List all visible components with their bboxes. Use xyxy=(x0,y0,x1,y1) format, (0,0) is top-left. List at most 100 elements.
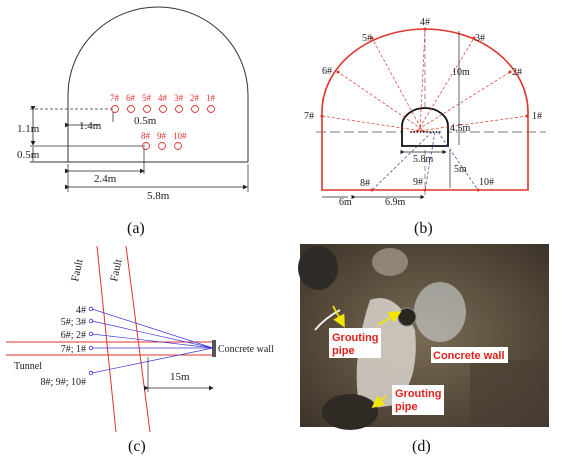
caption-b: (b) xyxy=(414,220,433,237)
hole-c-label-5: 8#; 9#; 10# xyxy=(40,377,86,388)
hole-a-lower-2 xyxy=(158,142,166,150)
tunnel-section xyxy=(401,107,449,147)
fan-line-7 xyxy=(321,115,430,133)
grout-fan-lines xyxy=(321,28,528,191)
dim-0-5m: 0.5m xyxy=(17,149,40,161)
ray-5 xyxy=(91,347,214,374)
upper-holes: 7#6#5#4#3#2#1# xyxy=(110,93,216,113)
caption-c: (c) xyxy=(128,438,146,455)
hole-b-label-8: 8# xyxy=(360,178,370,189)
pipe-label-2-line1: Grouting xyxy=(395,388,441,400)
arrow-pipe-1b xyxy=(377,311,402,326)
hole-b-label-4: 4# xyxy=(420,17,430,28)
dim-1-4m: 1.4m xyxy=(79,120,102,132)
ray-1 xyxy=(91,308,214,349)
hole-a-lower-label-1: 8# xyxy=(141,131,151,141)
hole-end-10 xyxy=(476,188,480,192)
collar-dot-8 xyxy=(432,131,435,133)
ray-end-3 xyxy=(88,331,94,337)
hole-a-upper-7 xyxy=(207,105,215,113)
tunnel-label: Tunnel xyxy=(14,361,42,372)
hole-end-3 xyxy=(472,36,476,40)
collar-dot-5 xyxy=(422,131,425,133)
hole-end-8 xyxy=(370,188,374,192)
hole-a-upper-1 xyxy=(111,105,119,113)
dim-6m: 6m xyxy=(339,197,352,208)
pipe-hole-lower xyxy=(322,394,378,430)
dim-10m: 10m xyxy=(452,67,470,78)
hole-end-6 xyxy=(336,70,340,74)
ray-end-1 xyxy=(88,306,94,312)
hole-b-label-7: 7# xyxy=(304,111,314,122)
label-box-pipe-1 xyxy=(329,328,381,358)
hole-end-4 xyxy=(423,27,427,31)
hole-b-label-10: 10# xyxy=(479,177,494,188)
hole-a-upper-label-1: 7# xyxy=(110,93,120,103)
hole-a-upper-4 xyxy=(159,105,167,113)
pipe-hole-middle xyxy=(397,307,417,327)
arrow-pipe-1a xyxy=(332,305,345,328)
dim-5m: 5m xyxy=(454,164,467,175)
dim-15m: 15m xyxy=(170,371,190,383)
grout-residue xyxy=(356,298,416,410)
fault-line-1 xyxy=(96,245,117,433)
hole-a-upper-3 xyxy=(143,105,151,113)
hole-b-label-1: 1# xyxy=(532,111,542,122)
hole-a-upper-2 xyxy=(127,105,135,113)
dim-2-4m: 2.4m xyxy=(94,173,117,185)
panel-c: Fault Fault 4#5#; 3#6#; 2#7#; 1#8#; 9#; … xyxy=(6,245,274,455)
pipe-hole-upper-left xyxy=(298,246,338,290)
dim-4-5m: 4.5m xyxy=(450,123,471,134)
collar-dot-3 xyxy=(416,131,419,133)
collar-dot-2 xyxy=(413,131,416,133)
hole-b-label-2: 2# xyxy=(512,67,522,78)
hole-labels-b: 1#2#3#4#5#6#7#8#9#10# xyxy=(304,17,542,192)
dim-0-5m-horizontal: 0.5m xyxy=(134,115,157,127)
ray-end-2 xyxy=(88,318,94,324)
collar-dot-10 xyxy=(438,131,441,133)
borehole-rays xyxy=(88,306,214,376)
hole-a-upper-label-6: 2# xyxy=(190,93,200,103)
hole-a-upper-6 xyxy=(191,105,199,113)
fan-line-4 xyxy=(419,28,426,133)
hole-b-label-9: 9# xyxy=(413,177,423,188)
hole-b-label-3: 3# xyxy=(475,33,485,44)
fault-label-2: Fault xyxy=(108,258,124,283)
pipe-label-1-line1: Grouting xyxy=(332,332,378,344)
concrete-wall-label-d: Concrete wall xyxy=(433,350,505,362)
lower-holes: 8#9#10# xyxy=(141,131,187,150)
fan-line-1 xyxy=(410,115,528,133)
hole-a-upper-5 xyxy=(175,105,183,113)
fan-line-10 xyxy=(437,131,479,191)
collar-dot-6 xyxy=(426,131,428,133)
label-box-wall xyxy=(431,347,508,363)
hole-end-2 xyxy=(508,70,512,74)
hole-a-upper-label-5: 3# xyxy=(174,93,184,103)
dim-1-1m: 1.1m xyxy=(17,123,40,135)
hole-a-upper-label-2: 6# xyxy=(126,93,136,103)
arrow-pipe-2 xyxy=(371,395,387,409)
hole-c-label-4: 7#; 1# xyxy=(61,344,86,355)
ray-2 xyxy=(91,320,214,349)
collar-dot-7 xyxy=(429,131,432,133)
hole-c-label-3: 6#; 2# xyxy=(61,330,86,341)
ray-3 xyxy=(91,333,214,349)
hole-a-upper-label-7: 1# xyxy=(206,93,216,103)
rock-shadow xyxy=(470,360,549,427)
collar-dot-4 xyxy=(419,131,422,133)
ray-end-4 xyxy=(88,345,94,351)
hole-a-upper-label-4: 4# xyxy=(158,93,168,103)
hole-end-9 xyxy=(423,188,427,192)
hole-c-label-2: 5#; 3# xyxy=(61,317,86,328)
fan-line-5 xyxy=(371,37,424,133)
collar-dot-1 xyxy=(410,131,412,133)
ray-end-5 xyxy=(88,370,94,376)
caption-a: (a) xyxy=(127,220,145,237)
label-box-pipe-2 xyxy=(392,385,444,415)
panel-b: 1#2#3#4#5#6#7#8#9#10# 10m 4.5m 5.8m 5m 6… xyxy=(304,17,546,237)
hole-end-7 xyxy=(320,114,324,118)
concrete-wall-block xyxy=(212,340,216,357)
pipe-wire xyxy=(314,309,341,331)
grout-patch xyxy=(372,248,408,276)
